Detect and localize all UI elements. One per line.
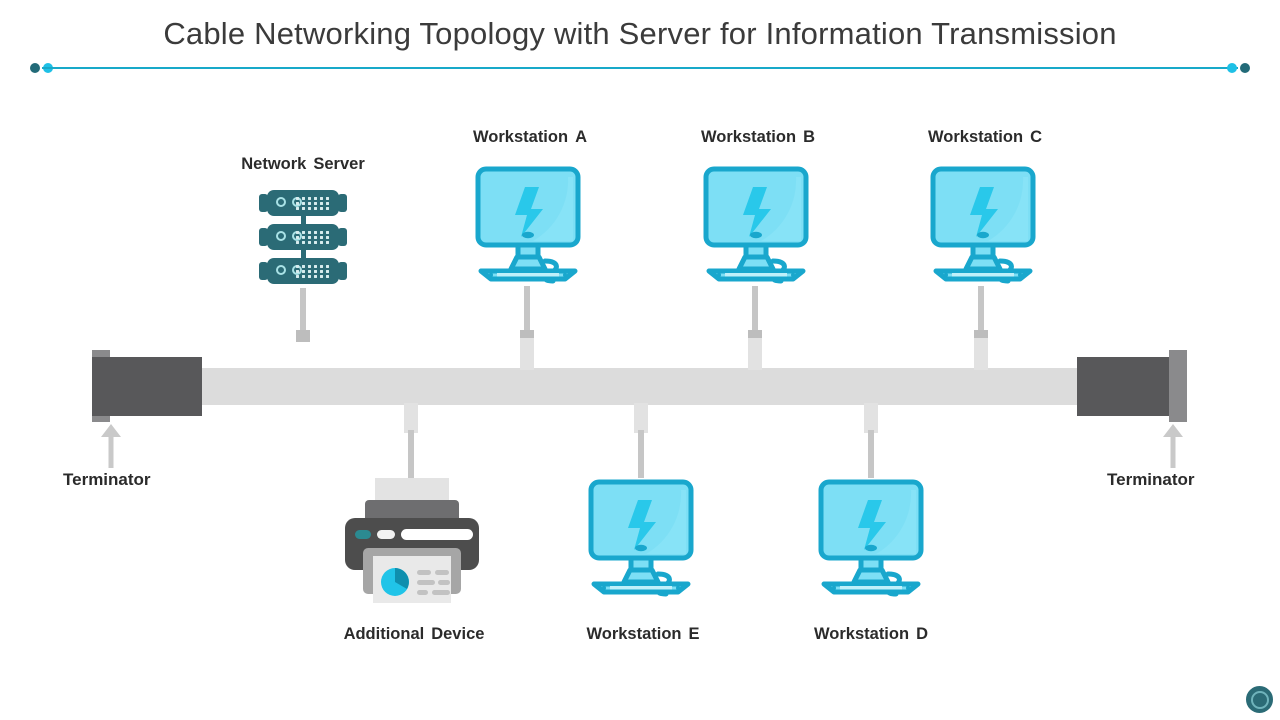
node-label-workstation-c: Workstation C — [885, 128, 1085, 147]
node-label-network-server-last: Server — [313, 155, 365, 173]
title-divider — [30, 61, 1250, 75]
network-bus-bar — [92, 368, 1187, 405]
drop-cable-ws-e — [638, 430, 644, 478]
server-tab-left-1 — [259, 194, 268, 212]
node-label-workstation-d: Workstation D — [771, 625, 971, 644]
workstation-icon-c — [928, 165, 1038, 284]
node-label-additional-device: Additional Device — [314, 625, 514, 644]
server-vent-grid-3 — [296, 265, 330, 279]
terminator-cap-right — [1169, 350, 1187, 422]
workstation-icon-e — [586, 478, 696, 597]
server-icon — [259, 190, 347, 286]
workstation-icon-a — [473, 165, 583, 284]
node-label-workstation-a: Workstation A — [430, 128, 630, 147]
bus-stub-ws-e — [634, 403, 648, 433]
terminator-arrow-left — [101, 424, 121, 468]
server-unit-2 — [267, 224, 339, 250]
server-vent-grid-2 — [296, 231, 330, 245]
node-label-workstation-a-first: Workstation — [473, 128, 569, 146]
node-label-workstation-c-last: C — [1030, 128, 1042, 146]
terminator-arrow-right — [1163, 424, 1183, 468]
workstation-icon-b — [701, 165, 811, 284]
page-title: Cable Networking Topology with Server fo… — [163, 16, 1117, 51]
divider-dot-right-inner — [1227, 63, 1237, 73]
drop-cable-printer — [408, 430, 414, 480]
server-led-1a — [276, 197, 286, 207]
server-unit-3 — [267, 258, 339, 284]
server-led-3a — [276, 265, 286, 275]
printer-icon — [337, 478, 487, 603]
node-label-workstation-e: Workstation E — [543, 625, 743, 644]
terminator-block-left — [92, 357, 202, 416]
server-led-2a — [276, 231, 286, 241]
corner-circle-decoration — [1246, 686, 1273, 713]
corner-circle-inner-ring — [1250, 690, 1269, 709]
drop-cable-ws-d — [868, 430, 874, 478]
node-label-workstation-b-last: B — [803, 128, 815, 146]
bus-stub-ws-d — [864, 403, 878, 433]
node-label-workstation-a-last: A — [575, 128, 587, 146]
server-tab-right-3 — [338, 262, 347, 280]
node-label-additional-device-first: Additional — [343, 625, 425, 643]
node-label-additional-device-last: Device — [431, 625, 485, 643]
server-tab-left-3 — [259, 262, 268, 280]
node-label-workstation-b-first: Workstation — [701, 128, 797, 146]
server-unit-1 — [267, 190, 339, 216]
bus-stub-ws-b — [748, 338, 762, 370]
node-label-workstation-e-first: Workstation — [586, 625, 682, 643]
server-link-1 — [300, 214, 306, 228]
node-label-workstation-b: Workstation B — [658, 128, 858, 147]
server-vent-grid-1 — [296, 197, 330, 211]
node-label-workstation-d-last: D — [916, 625, 928, 643]
bus-stub-ws-c — [974, 338, 988, 370]
node-label-workstation-e-last: E — [688, 625, 700, 643]
node-label-network-server: Network Server — [203, 155, 403, 174]
server-tab-left-2 — [259, 228, 268, 246]
drop-cable-server — [300, 288, 306, 338]
drop-cable-ws-a — [524, 286, 530, 338]
terminator-label-left: Terminator — [63, 470, 151, 489]
divider-dot-right-outer — [1240, 63, 1250, 73]
terminator-label-right: Terminator — [1107, 470, 1195, 489]
node-label-network-server-first: Network — [241, 155, 307, 173]
terminator-block-right — [1077, 357, 1187, 416]
workstation-icon-d — [816, 478, 926, 597]
bus-stub-printer — [404, 403, 418, 433]
node-label-workstation-d-first: Workstation — [814, 625, 910, 643]
divider-line — [42, 67, 1238, 69]
drop-cable-cap-server — [296, 330, 310, 342]
drop-cable-ws-c — [978, 286, 984, 338]
bus-stub-ws-a — [520, 338, 534, 370]
drop-cable-ws-b — [752, 286, 758, 338]
node-label-workstation-c-first: Workstation — [928, 128, 1024, 146]
server-tab-right-2 — [338, 228, 347, 246]
server-link-2 — [300, 248, 306, 262]
divider-dot-left-outer — [30, 63, 40, 73]
server-tab-right-1 — [338, 194, 347, 212]
